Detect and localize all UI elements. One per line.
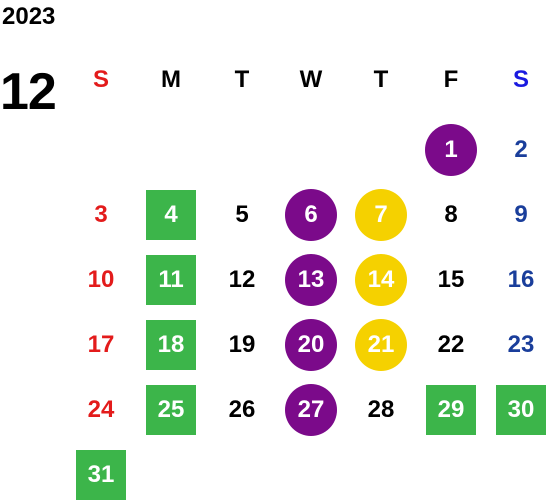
day-cell-green-square[interactable]: 25 bbox=[146, 385, 196, 435]
day-cell[interactable]: 23 bbox=[507, 331, 535, 358]
day-cell[interactable]: 9 bbox=[514, 201, 528, 228]
day-cell[interactable]: 12 bbox=[228, 266, 256, 293]
day-cell-yellow-circle[interactable]: 7 bbox=[355, 189, 407, 241]
day-cell[interactable]: 8 bbox=[444, 201, 458, 228]
day-cell-green-square[interactable]: 4 bbox=[146, 190, 196, 240]
day-cell-green-square[interactable]: 30 bbox=[496, 385, 546, 435]
day-cell[interactable]: 22 bbox=[437, 331, 465, 358]
day-cell-purple-circle[interactable]: 1 bbox=[425, 124, 477, 176]
day-cell[interactable]: 10 bbox=[87, 266, 115, 293]
day-cell-purple-circle[interactable]: 6 bbox=[285, 189, 337, 241]
day-cell[interactable]: 19 bbox=[228, 331, 256, 358]
day-cell[interactable]: 26 bbox=[228, 396, 256, 423]
day-cell[interactable]: 15 bbox=[437, 266, 465, 293]
weekday-header: S bbox=[512, 66, 529, 93]
weekday-header: T bbox=[234, 66, 250, 93]
day-cell-purple-circle[interactable]: 27 bbox=[285, 384, 337, 436]
weekday-header: W bbox=[299, 66, 323, 93]
day-cell-yellow-circle[interactable]: 21 bbox=[355, 319, 407, 371]
day-cell[interactable]: 16 bbox=[507, 266, 535, 293]
calendar-year: 2023 bbox=[2, 3, 56, 30]
day-cell-green-square[interactable]: 31 bbox=[76, 450, 126, 500]
day-cell[interactable]: 2 bbox=[514, 136, 528, 163]
day-cell-yellow-circle[interactable]: 14 bbox=[355, 254, 407, 306]
day-cell-green-square[interactable]: 11 bbox=[146, 255, 196, 305]
weekday-header: S bbox=[92, 66, 109, 93]
calendar-month: 12 bbox=[0, 63, 57, 121]
day-cell[interactable]: 17 bbox=[87, 331, 115, 358]
day-cell[interactable]: 28 bbox=[367, 396, 395, 423]
day-cell-green-square[interactable]: 29 bbox=[426, 385, 476, 435]
day-cell[interactable]: 5 bbox=[235, 201, 249, 228]
weekday-header: T bbox=[373, 66, 389, 93]
weekday-header: F bbox=[443, 66, 459, 93]
weekday-header: M bbox=[161, 66, 181, 93]
day-cell-purple-circle[interactable]: 13 bbox=[285, 254, 337, 306]
day-cell[interactable]: 24 bbox=[87, 396, 115, 423]
day-cell-green-square[interactable]: 18 bbox=[146, 320, 196, 370]
day-cell-purple-circle[interactable]: 20 bbox=[285, 319, 337, 371]
day-cell[interactable]: 3 bbox=[94, 201, 108, 228]
